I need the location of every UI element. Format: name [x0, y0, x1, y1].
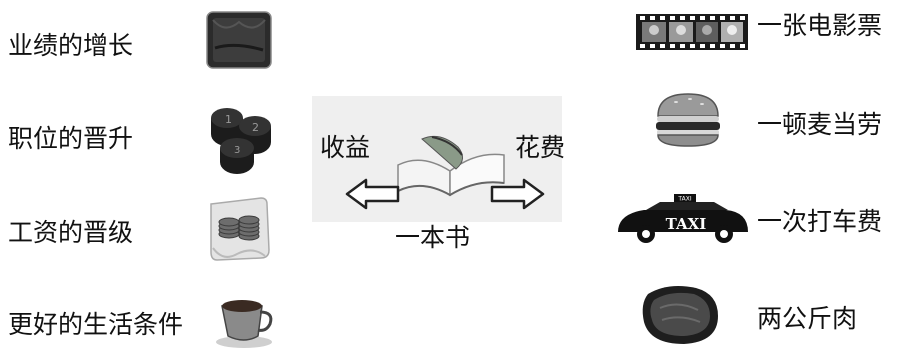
taxi-side-sign: TAXI: [666, 215, 707, 233]
cost-label-movie: 一张电影票: [757, 11, 883, 40]
gain-label-promotion: 职位的晋升: [8, 124, 134, 153]
svg-text:3: 3: [234, 145, 240, 156]
coffee-cup-icon: [216, 300, 273, 348]
steak-icon: [642, 286, 718, 344]
coins-scroll-icon: [210, 197, 270, 261]
film-strip-icon: [636, 14, 748, 50]
cost-heading: 花费: [515, 133, 566, 162]
svg-text:1: 1: [225, 113, 232, 126]
svg-text:2: 2: [252, 121, 259, 134]
gain-label-performance: 业绩的增长: [8, 31, 134, 60]
gain-label-living: 更好的生活条件: [8, 310, 184, 339]
open-book-icon: [397, 135, 505, 197]
cost-label-meat: 两公斤肉: [757, 304, 858, 333]
cost-label-taxi: 一次打车费: [757, 207, 883, 236]
right-arrow-icon: [490, 178, 545, 210]
wallet-icon: [206, 11, 272, 69]
left-arrow-icon: [345, 178, 400, 210]
hamburger-icon: [656, 93, 720, 147]
cost-label-mcdonalds: 一顿麦当劳: [757, 110, 883, 139]
book-label: 一本书: [395, 223, 471, 252]
gain-label-salary: 工资的晋级: [8, 218, 134, 247]
taxi-icon: TAXI TAXI: [618, 194, 748, 243]
gain-heading: 收益: [320, 133, 371, 162]
taxi-roof-sign: TAXI: [677, 196, 691, 203]
game-pieces-icon: 1 2 3: [211, 108, 271, 174]
